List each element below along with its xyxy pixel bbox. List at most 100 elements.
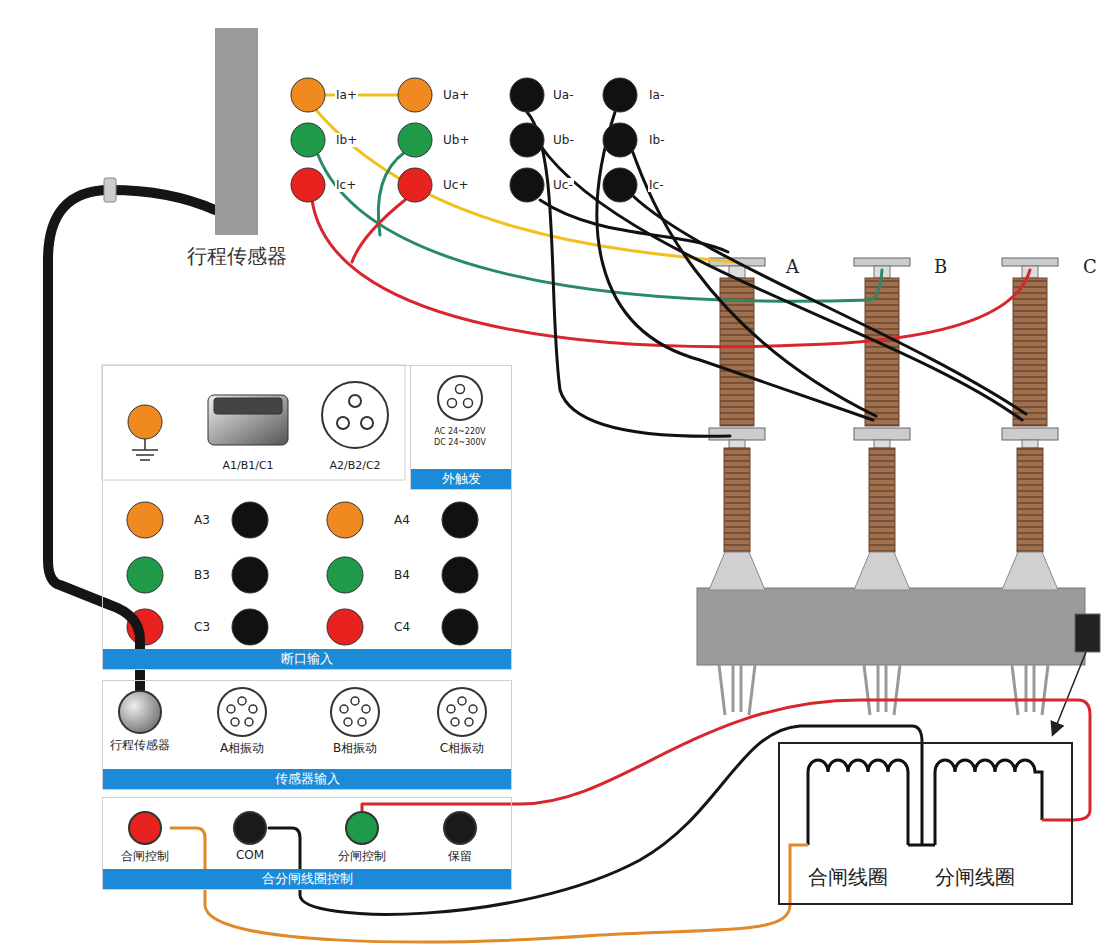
insulator <box>1013 278 1047 426</box>
breaker-poles <box>1075 614 1100 652</box>
panel-part <box>232 557 268 593</box>
node-label: B相振动 <box>328 740 382 757</box>
cable-clamp <box>104 178 116 202</box>
travel-sensor: 行程传感器 <box>215 28 258 235</box>
socket-hole <box>245 718 253 726</box>
node-label: C相振动 <box>435 740 489 757</box>
panel-part <box>127 502 163 538</box>
panel-part <box>232 609 268 645</box>
insulator <box>854 258 910 266</box>
top-wire <box>316 110 735 262</box>
control-terminal: 分闸控制 <box>336 811 388 866</box>
terminal <box>398 78 432 112</box>
terminal-label: Ia+ <box>335 88 358 102</box>
insulator <box>854 552 910 590</box>
coil <box>808 760 908 845</box>
insulator <box>729 440 745 448</box>
node-label: 行程传感器 <box>108 737 172 754</box>
panel-part <box>327 609 363 645</box>
terminal <box>603 123 637 157</box>
terminal <box>291 78 637 202</box>
terminal-label: B <box>933 256 948 277</box>
top-wire <box>632 195 1026 414</box>
socket-hole <box>458 697 466 705</box>
terminal-circle <box>443 811 477 845</box>
terminal-label: Ub- <box>552 133 575 147</box>
terminal-circle <box>345 811 379 845</box>
socket-hole <box>227 705 235 713</box>
socket-hole <box>249 705 257 713</box>
node-label: 保留 <box>441 848 479 865</box>
banner-text: 外触发 <box>411 469 511 489</box>
banner-text: 传感器输入 <box>103 769 511 789</box>
breaker-poles <box>697 588 1100 665</box>
panel-part <box>214 398 282 414</box>
terminal-label: A1/B1/C1 <box>221 459 274 472</box>
top-wire <box>632 150 876 416</box>
socket-hole <box>465 718 473 726</box>
terminal-label: A3 <box>193 513 211 527</box>
insulator <box>1017 448 1043 552</box>
panel-part <box>102 365 482 645</box>
top-wire <box>312 95 1030 436</box>
terminal <box>603 168 637 202</box>
panel-part <box>127 557 163 593</box>
terminal-label: DC 24~300V <box>433 438 487 447</box>
terminal-label: Uc+ <box>442 178 469 192</box>
panel-part <box>361 417 373 429</box>
panel-part <box>442 502 478 538</box>
terminal-circle <box>330 687 380 737</box>
node-label: A相振动 <box>215 740 269 757</box>
terminal <box>603 78 637 112</box>
insulator <box>709 258 1058 715</box>
banner-text: 断口输入 <box>103 649 511 669</box>
terminal-circle <box>233 811 267 845</box>
terminal-label: Ic- <box>648 178 664 192</box>
insulator <box>1022 440 1038 448</box>
sensor-socket: 行程传感器 <box>108 690 172 755</box>
pointer-arrow <box>1053 652 1086 734</box>
banner-text: 合分闸线圈控制 <box>103 869 511 889</box>
terminal-circle <box>437 687 487 737</box>
socket-holes <box>439 689 485 735</box>
control-terminal: 保留 <box>441 811 479 866</box>
insulator <box>709 552 765 590</box>
terminal-label: Ua+ <box>442 88 470 102</box>
coil <box>1042 819 1073 822</box>
socket-hole <box>231 718 239 726</box>
socket-hole <box>340 705 348 713</box>
terminal-label: Ub+ <box>442 133 470 147</box>
terminal-label: A4 <box>393 513 411 527</box>
terminal <box>398 168 432 202</box>
node-label: 分闸控制 <box>336 848 388 865</box>
panel-part <box>442 609 478 645</box>
socket-holes <box>332 689 378 735</box>
terminal <box>291 168 325 202</box>
top-wire <box>312 200 1030 347</box>
insulator <box>1002 552 1058 590</box>
insulator <box>709 428 765 440</box>
panel-part <box>438 376 482 420</box>
socket-hole <box>344 718 352 726</box>
terminal <box>510 168 544 202</box>
pointer-arrow <box>1053 652 1086 734</box>
socket-hole <box>451 718 459 726</box>
top-wire <box>597 112 873 420</box>
panel-group: 断口输入 外触发 <box>102 365 512 670</box>
insulator <box>869 448 895 552</box>
insulator <box>1012 665 1048 715</box>
terminal-label: Ib+ <box>335 133 358 147</box>
terminal <box>398 123 432 157</box>
panel-part <box>232 502 268 538</box>
insulator <box>874 440 890 448</box>
terminal-label: B4 <box>393 568 411 582</box>
coil <box>908 742 935 845</box>
panel-part <box>456 385 465 394</box>
terminal-label: C3 <box>193 620 211 634</box>
terminal-label: Ua- <box>552 88 574 102</box>
vibration-socket: A相振动 <box>215 687 269 758</box>
panel-part <box>327 502 363 538</box>
terminal-label: Ib- <box>648 133 666 147</box>
socket-hole <box>358 718 366 726</box>
control-wire <box>362 700 1090 820</box>
